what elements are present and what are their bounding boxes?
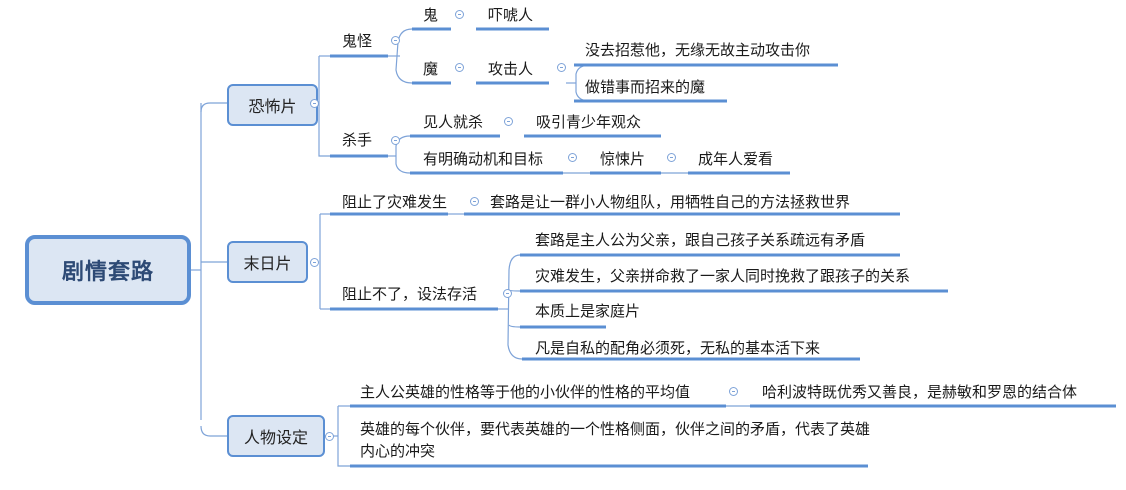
collapse-icon[interactable] (470, 197, 479, 206)
branch-characters[interactable]: 人物设定 (227, 415, 325, 457)
node-selfish-die[interactable]: 凡是自私的配角必须死，无私的基本活下来 (535, 339, 821, 357)
collapse-icon[interactable] (391, 136, 400, 145)
collapse-icon[interactable] (568, 153, 577, 162)
node-team-sacrifice[interactable]: 套路是让一群小人物组队，用牺牲自己的方法拯救世界 (490, 193, 851, 211)
collapse-icon[interactable] (503, 289, 512, 298)
node-ghost[interactable]: 鬼 (423, 6, 439, 24)
node-clear-motive[interactable]: 有明确动机和目标 (423, 150, 544, 168)
node-father-estranged[interactable]: 套路是主人公为父亲，跟自己孩子关系疏远有矛盾 (535, 231, 866, 249)
root-node[interactable]: 剧情套路 (25, 235, 191, 305)
node-companion-facets[interactable]: 英雄的每个伙伴，要代表英雄的一个性格侧面，伙伴之间的矛盾，代表了英雄内心的冲突 (360, 420, 871, 460)
collapse-icon[interactable] (310, 99, 319, 108)
node-father-saves-family[interactable]: 灾难发生，父亲拼命救了一家人同时挽救了跟孩子的关系 (535, 267, 911, 285)
collapse-icon[interactable] (504, 117, 513, 126)
collapse-icon[interactable] (455, 63, 464, 72)
branch-horror[interactable]: 恐怖片 (227, 84, 318, 126)
node-ghosts-monsters[interactable]: 鬼怪 (342, 32, 373, 50)
node-scare-people[interactable]: 吓唬人 (488, 6, 534, 24)
node-unprovoked-attack[interactable]: 没去招惹他，无缘无故主动攻击你 (585, 41, 811, 59)
collapse-icon[interactable] (310, 258, 319, 267)
node-attract-teens[interactable]: 吸引青少年观众 (536, 113, 642, 131)
node-kill-anyone[interactable]: 见人就杀 (423, 113, 484, 131)
collapse-icon[interactable] (557, 63, 566, 72)
node-adults-like[interactable]: 成年人爱看 (698, 150, 774, 168)
node-disaster-stopped[interactable]: 阻止了灾难发生 (342, 193, 448, 211)
collapse-icon[interactable] (391, 36, 400, 45)
node-wrongdoing-demon[interactable]: 做错事而招来的魔 (585, 78, 706, 96)
collapse-icon[interactable] (325, 432, 334, 441)
node-attack-people[interactable]: 攻击人 (488, 60, 534, 78)
collapse-icon[interactable] (729, 387, 738, 396)
node-killer[interactable]: 杀手 (342, 131, 373, 149)
branch-label: 人物设定 (243, 428, 308, 447)
node-hero-average[interactable]: 主人公英雄的性格等于他的小伙伴的性格的平均值 (360, 383, 691, 401)
node-demon[interactable]: 魔 (423, 60, 439, 78)
node-family-film[interactable]: 本质上是家庭片 (535, 302, 641, 320)
branch-label: 末日片 (243, 254, 292, 273)
node-survive[interactable]: 阻止不了，设法存活 (342, 285, 478, 303)
branch-label: 恐怖片 (248, 97, 297, 116)
branch-doomsday[interactable]: 末日片 (227, 241, 308, 283)
collapse-icon[interactable] (455, 10, 464, 19)
root-label: 剧情套路 (61, 260, 154, 285)
node-harry-potter[interactable]: 哈利波特既优秀又善良，是赫敏和罗恩的结合体 (762, 383, 1078, 401)
collapse-icon[interactable] (667, 153, 676, 162)
node-thriller[interactable]: 惊悚片 (600, 150, 646, 168)
